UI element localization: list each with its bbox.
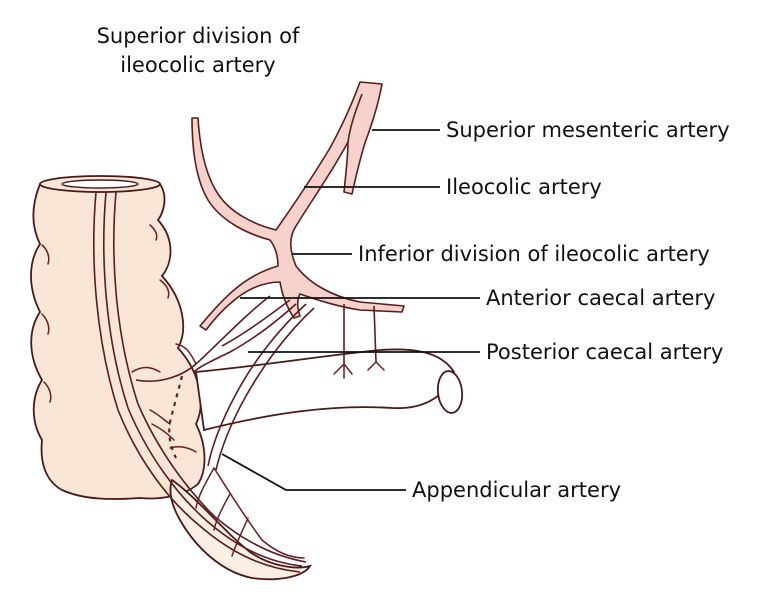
ileal-twig <box>367 361 385 371</box>
label-superior-mesenteric-artery: Superior mesenteric artery <box>446 118 730 142</box>
anterior-caecal-twig <box>131 366 161 373</box>
labels: Superior division of ileocolic artery Su… <box>97 24 730 502</box>
haustra-fold <box>43 381 52 403</box>
haustra-fold <box>159 279 170 299</box>
appendicular-artery-shape <box>215 307 315 471</box>
appendicular-twig <box>231 517 249 557</box>
arterial-tree <box>131 81 405 559</box>
superior-mesenteric-artery-shape <box>191 81 405 331</box>
ileocolic-split <box>347 93 363 143</box>
posterior-caecal-artery-shape-2 <box>221 299 291 347</box>
appendicular-twig <box>213 493 231 531</box>
label-inferior-division: Inferior division of ileocolic artery <box>358 242 710 266</box>
ileal-twig <box>333 363 353 379</box>
appendicular-twig <box>261 539 305 559</box>
ileum-end <box>436 370 464 414</box>
appendicular-twig <box>169 446 197 453</box>
appendicular-twig <box>213 467 263 541</box>
label-superior-division-line2: ileocolic artery <box>120 53 275 77</box>
caecum-lumen <box>61 179 139 189</box>
label-anterior-caecal-artery: Anterior caecal artery <box>486 286 715 310</box>
leader-appendicular <box>221 453 406 491</box>
haustra-fold <box>149 224 158 241</box>
posterior-caecal-twig <box>149 409 171 425</box>
label-ileocolic-artery: Ileocolic artery <box>446 175 602 199</box>
appendix-illustration <box>169 478 312 581</box>
label-posterior-caecal-artery: Posterior caecal artery <box>486 340 723 364</box>
taenia-coli <box>93 191 301 573</box>
label-superior-division-line1: Superior division of <box>97 24 300 48</box>
haustra-fold <box>41 313 50 335</box>
caecum-illustration <box>30 175 312 581</box>
taenia-coli <box>113 191 307 563</box>
haustra-fold <box>41 244 50 265</box>
anterior-caecal-twig <box>175 343 197 365</box>
taenia-coli <box>103 191 303 567</box>
terminal-ileum-illustration <box>168 348 464 459</box>
posterior-caecal-artery-shape <box>193 303 297 373</box>
caecum-body <box>30 183 206 500</box>
leader-lines <box>221 129 480 491</box>
label-appendicular-artery: Appendicular artery <box>412 478 621 502</box>
posterior-caecal-twig <box>151 423 175 441</box>
appendicular-artery-shape-2 <box>207 303 307 467</box>
appendicular-twig <box>195 467 215 509</box>
